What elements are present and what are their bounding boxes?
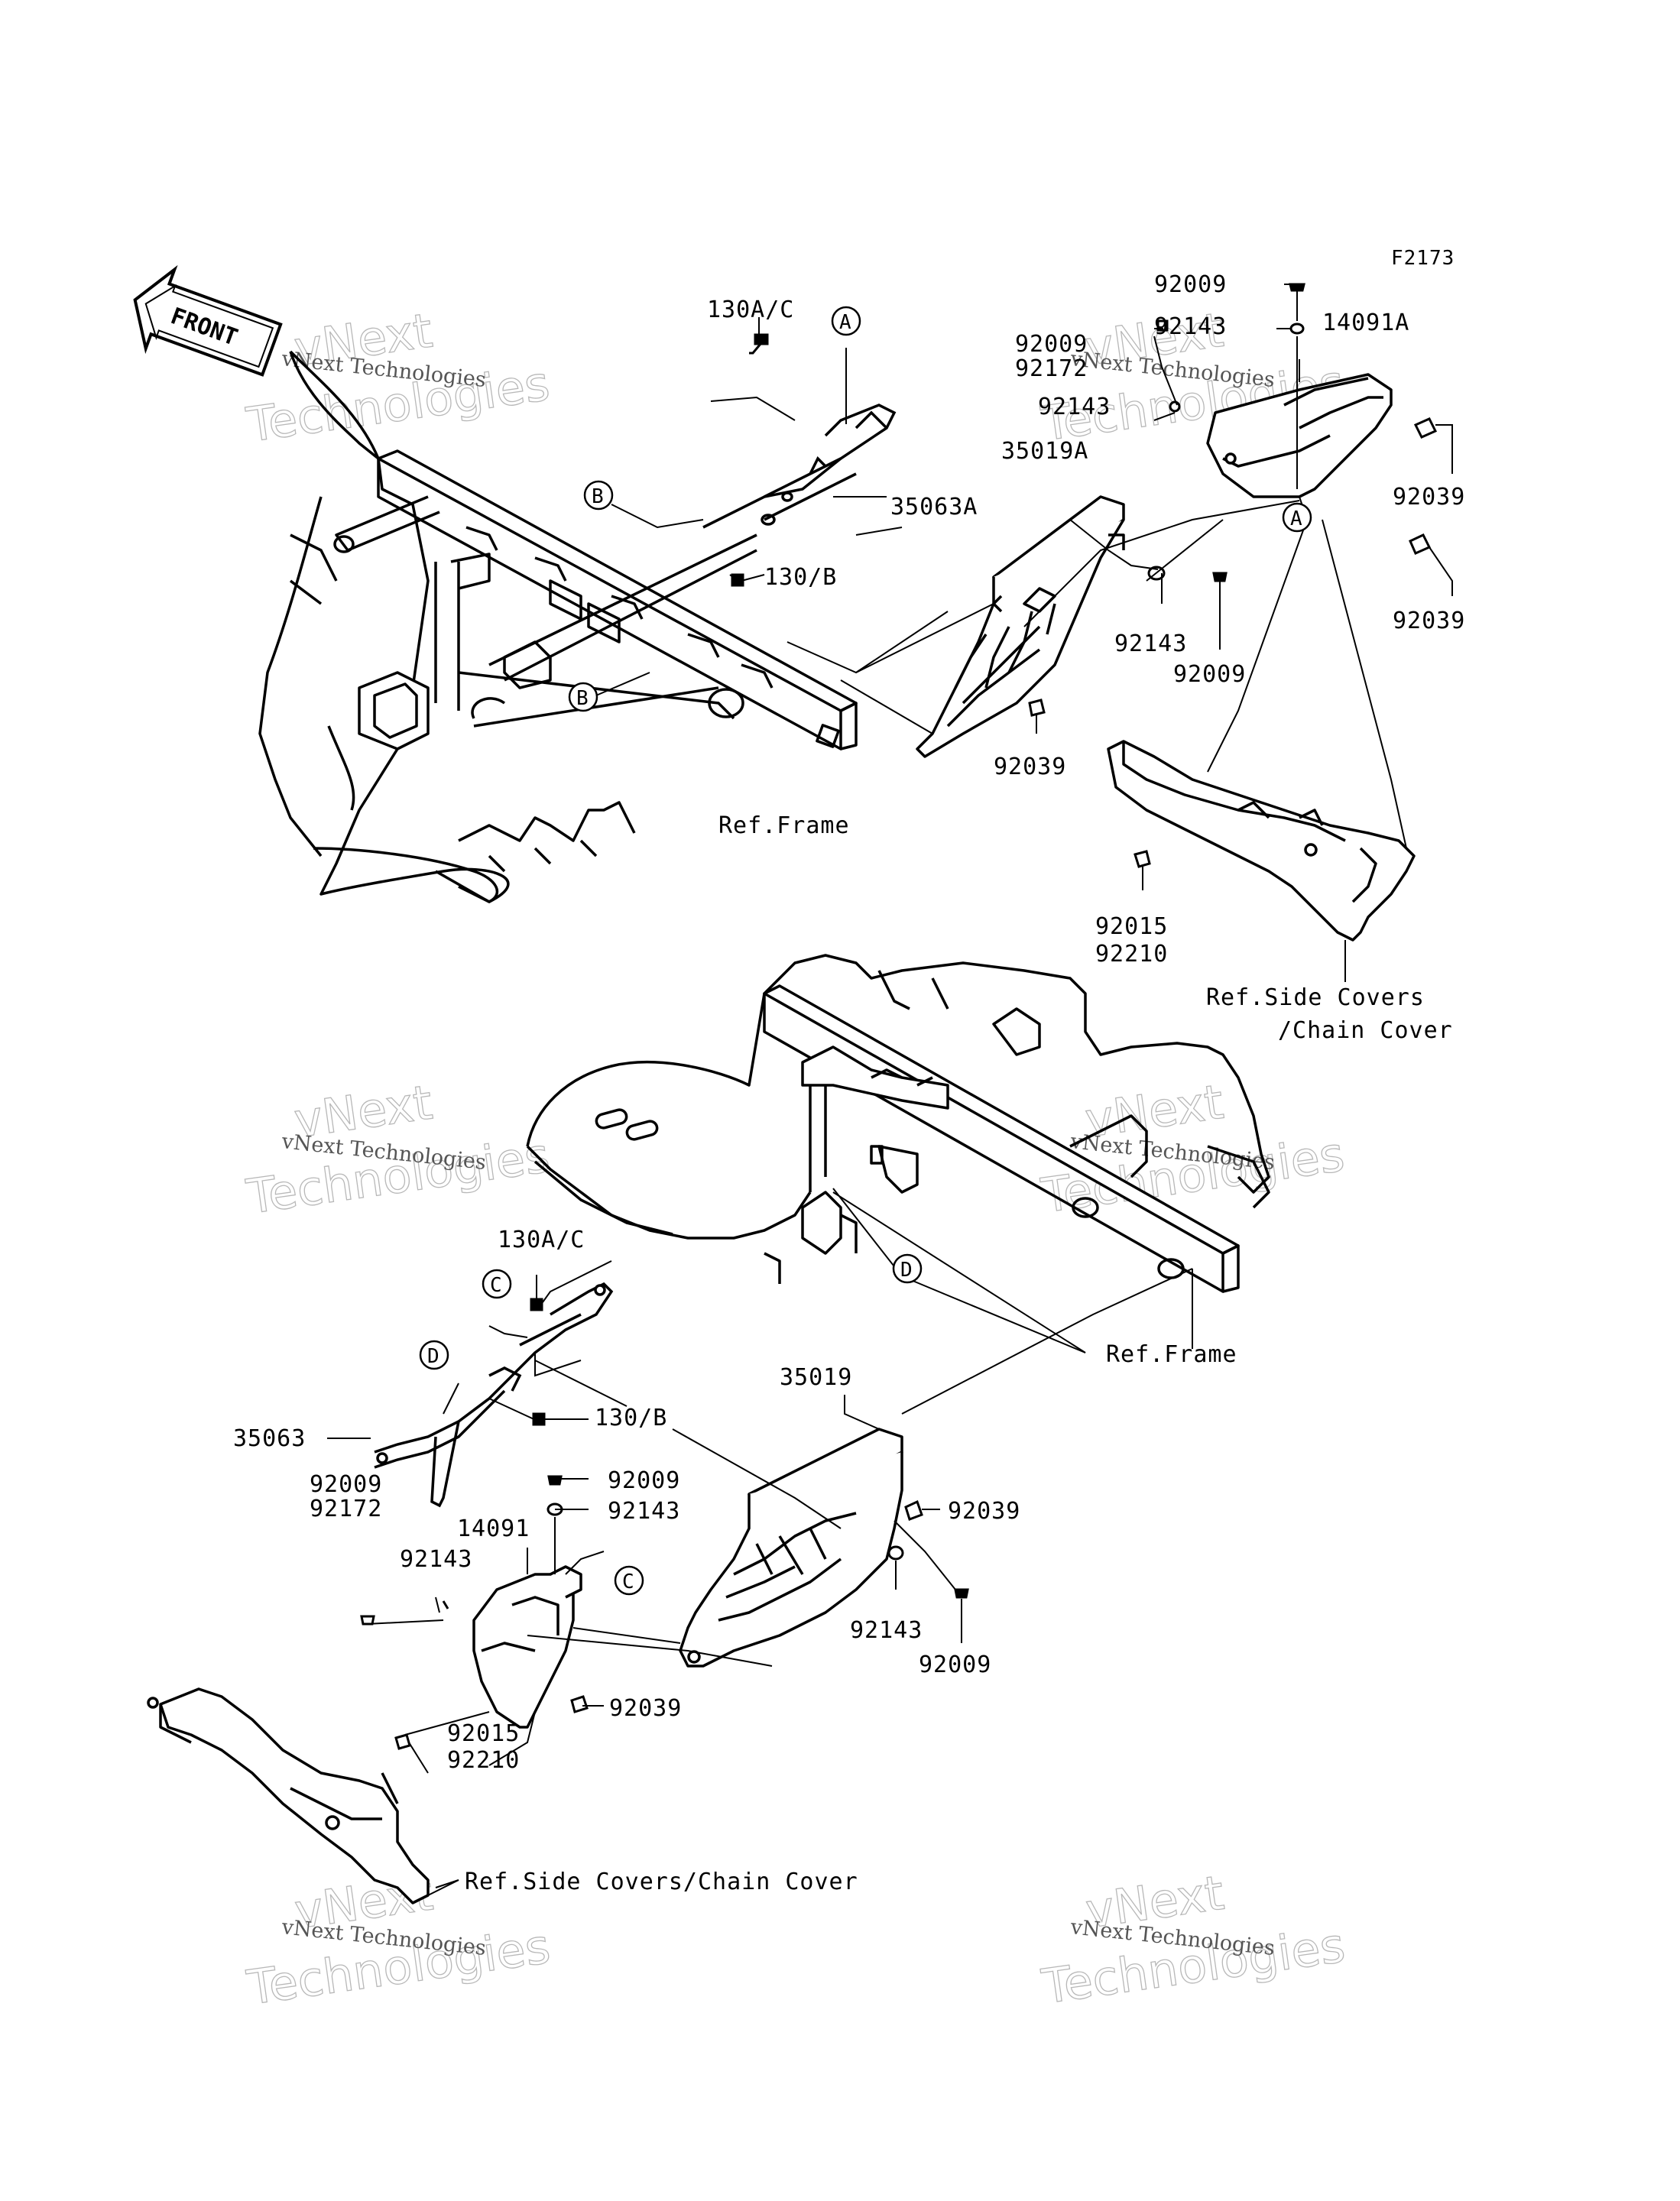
svg-text:A: A bbox=[839, 311, 851, 334]
part-label: 130A/C bbox=[707, 297, 794, 323]
part-label: 92143 bbox=[608, 1498, 680, 1525]
part-label: 92039 bbox=[1393, 484, 1465, 511]
labels-bottom: 130A/C 130/B 35063 Ref.Frame 35019 92009… bbox=[233, 1227, 1237, 1895]
part-label: 92172 bbox=[1015, 355, 1088, 382]
figure-code: F2173 bbox=[1391, 247, 1455, 270]
part-label: 92015 bbox=[447, 1720, 520, 1747]
part-label: 92210 bbox=[447, 1747, 520, 1774]
ref-label: Ref.Side Covers bbox=[1206, 984, 1425, 1011]
part-label: 92172 bbox=[310, 1496, 382, 1522]
part-label: 35019 bbox=[780, 1364, 852, 1391]
part-label: 92039 bbox=[948, 1498, 1020, 1525]
bottom-frame-assembly bbox=[526, 954, 1270, 1293]
svg-text:B: B bbox=[576, 687, 589, 710]
side-cover-ref-top bbox=[1107, 740, 1416, 942]
part-label: 92015 bbox=[1095, 913, 1168, 940]
part-label: 92009 bbox=[1173, 661, 1246, 688]
top-frame-assembly bbox=[258, 350, 858, 903]
part-label: 92039 bbox=[994, 754, 1066, 780]
ref-label: Ref.Frame bbox=[1106, 1341, 1237, 1368]
part-label: 130A/C bbox=[498, 1227, 585, 1253]
part-label: 14091A bbox=[1322, 310, 1409, 336]
part-label: 35063A bbox=[890, 494, 978, 520]
svg-text:C: C bbox=[490, 1274, 502, 1297]
part-label: 35063 bbox=[233, 1425, 306, 1452]
callout-circles-bottom: D C D C bbox=[419, 1253, 923, 1596]
cover-14091 bbox=[472, 1565, 582, 1729]
part-label: 35019A bbox=[1001, 438, 1088, 465]
part-label: 130/B bbox=[595, 1405, 667, 1431]
part-label: 92143 bbox=[1154, 313, 1227, 340]
part-label: 92143 bbox=[850, 1617, 923, 1644]
svg-text:D: D bbox=[427, 1345, 439, 1368]
part-label: 130/B bbox=[764, 564, 837, 591]
part-label: 92009 bbox=[919, 1652, 991, 1678]
leader-lines-bottom bbox=[327, 1188, 1193, 1904]
part-label: 92009 bbox=[1015, 331, 1088, 358]
side-cover-ref-bottom bbox=[147, 1687, 430, 1904]
ref-label: Ref.Side Covers/Chain Cover bbox=[465, 1869, 858, 1895]
callout-circles-top: A B B A bbox=[568, 306, 1312, 712]
part-label: 92009 bbox=[1154, 271, 1227, 298]
labels-top: 130A/C 35063A 130/B Ref.Frame 35019A 920… bbox=[707, 271, 1465, 1044]
part-label: 92009 bbox=[608, 1467, 680, 1494]
cover-14091a bbox=[1206, 373, 1393, 498]
part-label: 92210 bbox=[1095, 941, 1168, 968]
svg-text:C: C bbox=[622, 1571, 634, 1593]
bracket-35063 bbox=[374, 1282, 614, 1508]
part-label: 92143 bbox=[400, 1546, 472, 1573]
part-label: 92143 bbox=[1114, 630, 1187, 657]
svg-text:B: B bbox=[592, 485, 604, 508]
ref-label: Ref.Frame bbox=[718, 812, 850, 839]
bracket-35063a bbox=[702, 404, 897, 529]
svg-text:D: D bbox=[900, 1259, 913, 1282]
ref-label: /Chain Cover bbox=[1278, 1017, 1453, 1044]
svg-text:A: A bbox=[1290, 507, 1302, 530]
part-label: 92039 bbox=[609, 1695, 682, 1722]
part-label: 92009 bbox=[310, 1471, 382, 1498]
part-label: 14091 bbox=[457, 1515, 530, 1542]
part-label: 92143 bbox=[1038, 394, 1111, 420]
front-arrow-icon: FRONT bbox=[133, 264, 283, 377]
part-label: 92039 bbox=[1393, 608, 1465, 634]
